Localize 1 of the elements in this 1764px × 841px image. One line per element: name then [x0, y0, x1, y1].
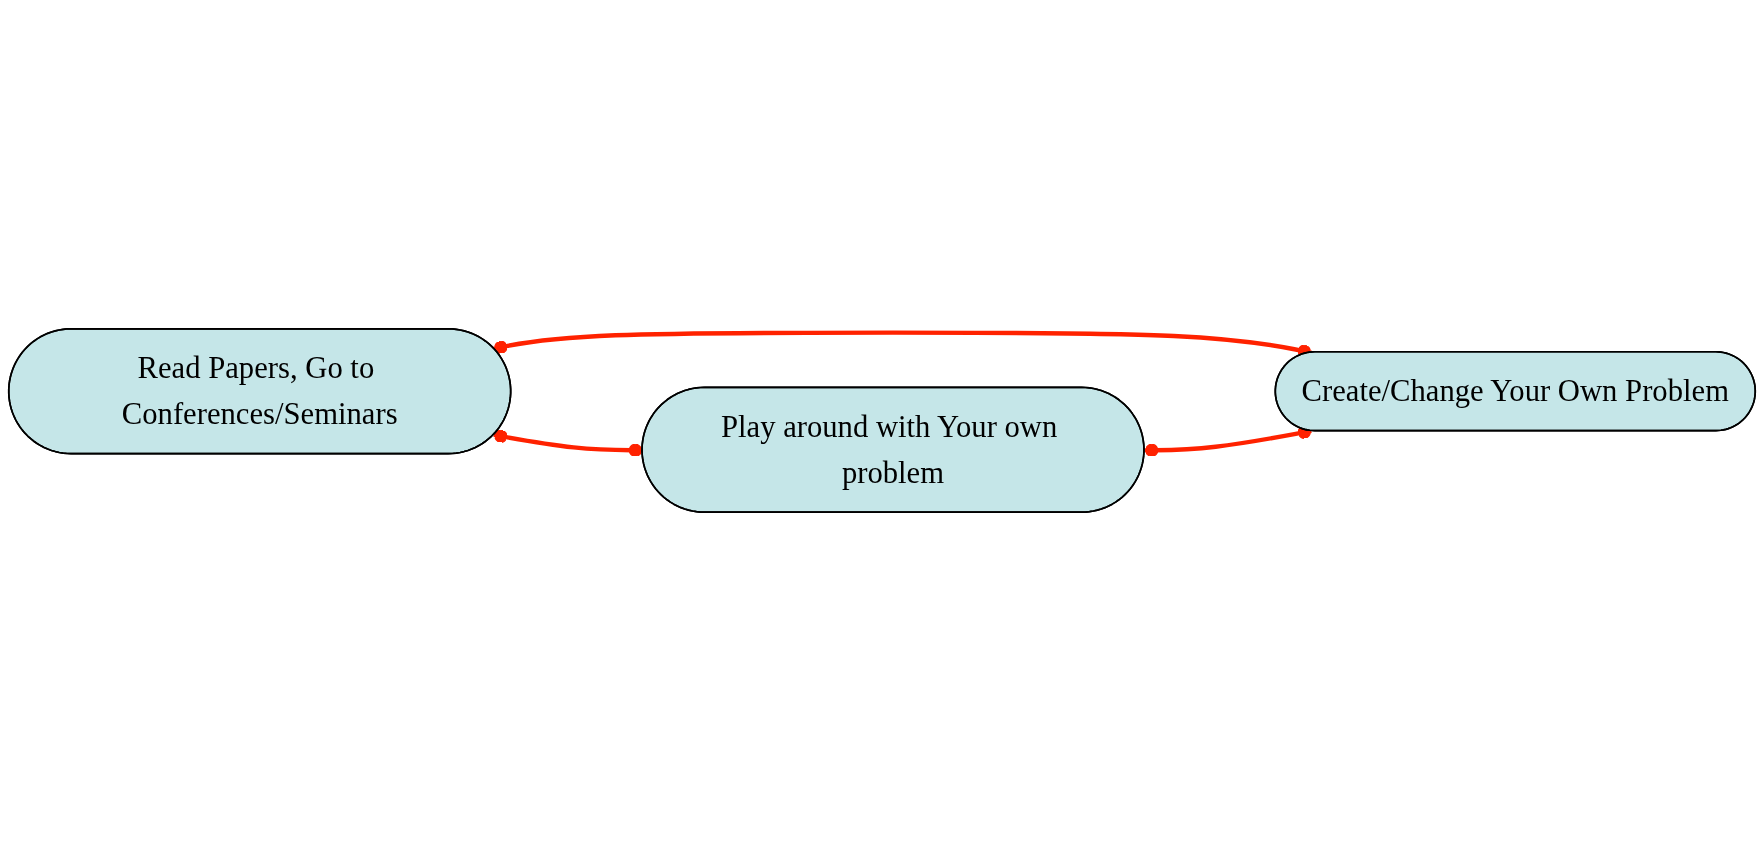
connector — [493, 429, 643, 457]
